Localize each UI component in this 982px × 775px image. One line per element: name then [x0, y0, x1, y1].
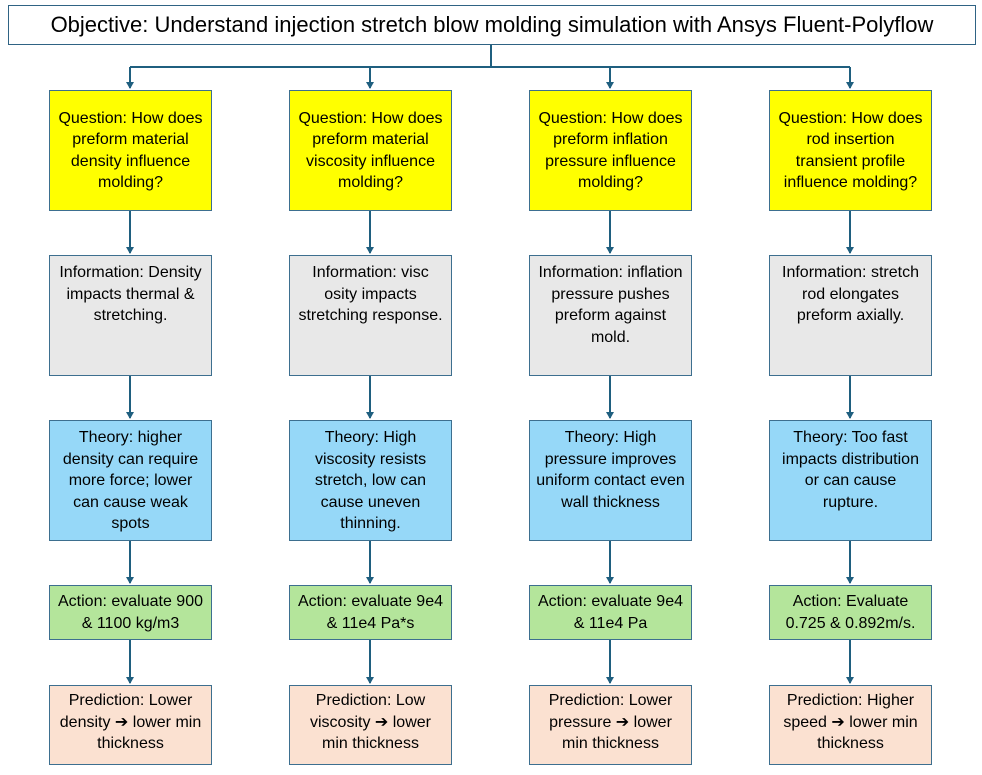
question-text: Question: How does rod insertion transie… [778, 109, 923, 192]
question-box-viscosity: Question: How does preform material visc… [289, 90, 452, 211]
information-text: Information: inflation pressure pushes p… [538, 264, 683, 346]
objective-text: Objective: Understand injection stretch … [50, 12, 934, 38]
information-box-rod-insertion: Information: stretch rod elongates prefo… [769, 255, 932, 376]
theory-text: Theory: higher density can require more … [62, 429, 199, 532]
question-text: Question: How does preform material dens… [58, 109, 203, 192]
action-text: Action: evaluate 9e4 & 11e4 Pa [538, 593, 683, 632]
theory-text: Theory: High viscosity resists stretch, … [314, 429, 427, 532]
action-box-rod-insertion: Action: Evaluate 0.725 & 0.892m/s. [769, 585, 932, 640]
action-box-pressure: Action: evaluate 9e4 & 11e4 Pa [529, 585, 692, 640]
information-box-density: Information: Density impacts thermal & s… [49, 255, 212, 376]
action-text: Action: evaluate 9e4 & 11e4 Pa*s [298, 593, 443, 632]
prediction-text: Prediction: Lower pressure ➔ lower min t… [548, 692, 673, 752]
question-box-rod-insertion: Question: How does rod insertion transie… [769, 90, 932, 211]
information-text: Information: stretch rod elongates prefo… [782, 264, 919, 324]
theory-box-rod-insertion: Theory: Too fast impacts distribution or… [769, 420, 932, 541]
theory-text: Theory: High pressure improves uniform c… [536, 429, 685, 511]
theory-box-pressure: Theory: High pressure improves uniform c… [529, 420, 692, 541]
information-box-viscosity: Information: visc osity impacts stretchi… [289, 255, 452, 376]
theory-text: Theory: Too fast impacts distribution or… [782, 429, 919, 511]
action-text: Action: Evaluate 0.725 & 0.892m/s. [785, 593, 916, 632]
information-box-pressure: Information: inflation pressure pushes p… [529, 255, 692, 376]
theory-box-density: Theory: higher density can require more … [49, 420, 212, 541]
prediction-box-viscosity: Prediction: Low viscosity ➔ lower min th… [289, 685, 452, 765]
action-box-viscosity: Action: evaluate 9e4 & 11e4 Pa*s [289, 585, 452, 640]
prediction-box-density: Prediction: Lower density ➔ lower min th… [49, 685, 212, 765]
question-text: Question: How does preform material visc… [298, 109, 443, 192]
prediction-text: Prediction: Higher speed ➔ lower min thi… [783, 692, 918, 752]
question-box-density: Question: How does preform material dens… [49, 90, 212, 211]
action-box-density: Action: evaluate 900 & 1100 kg/m3 [49, 585, 212, 640]
prediction-text: Prediction: Lower density ➔ lower min th… [59, 692, 202, 752]
question-box-pressure: Question: How does preform inflation pre… [529, 90, 692, 211]
prediction-box-pressure: Prediction: Lower pressure ➔ lower min t… [529, 685, 692, 765]
prediction-text: Prediction: Low viscosity ➔ lower min th… [310, 692, 431, 752]
information-text: Information: Density impacts thermal & s… [59, 264, 202, 324]
question-text: Question: How does preform inflation pre… [538, 109, 683, 192]
theory-box-viscosity: Theory: High viscosity resists stretch, … [289, 420, 452, 541]
information-text: Information: visc osity impacts stretchi… [298, 264, 443, 324]
objective-box: Objective: Understand injection stretch … [8, 5, 976, 45]
prediction-box-rod-insertion: Prediction: Higher speed ➔ lower min thi… [769, 685, 932, 765]
action-text: Action: evaluate 900 & 1100 kg/m3 [58, 593, 203, 632]
